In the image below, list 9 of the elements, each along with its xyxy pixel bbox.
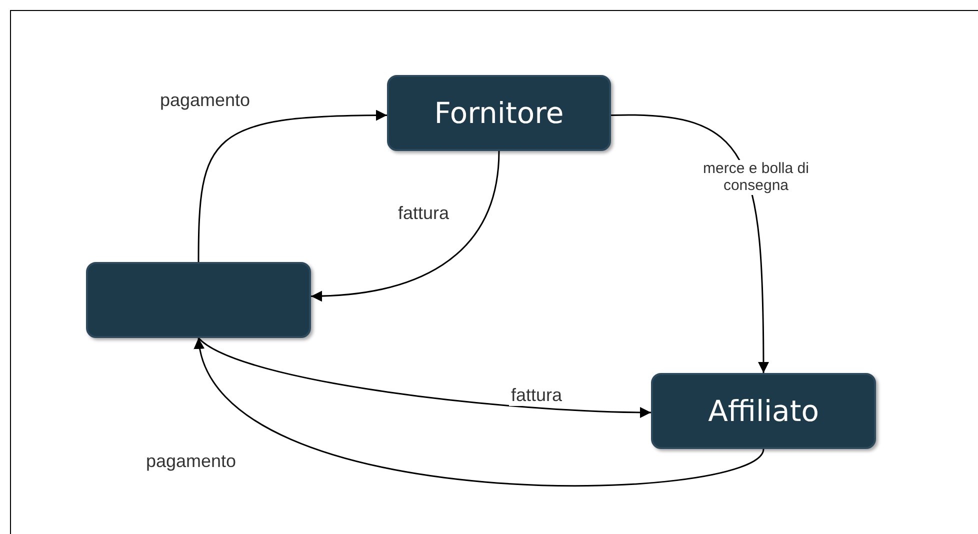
- process-box: [86, 262, 311, 338]
- arrow: [198, 110, 387, 262]
- process-box: Fornitore: [387, 75, 611, 151]
- arrow: [310, 150, 500, 302]
- arrow: [196, 338, 764, 486]
- process-box: Affiliato: [651, 373, 876, 449]
- arrow: [611, 114, 769, 373]
- edge-label: fattura: [509, 385, 564, 406]
- arrow: [198, 337, 652, 418]
